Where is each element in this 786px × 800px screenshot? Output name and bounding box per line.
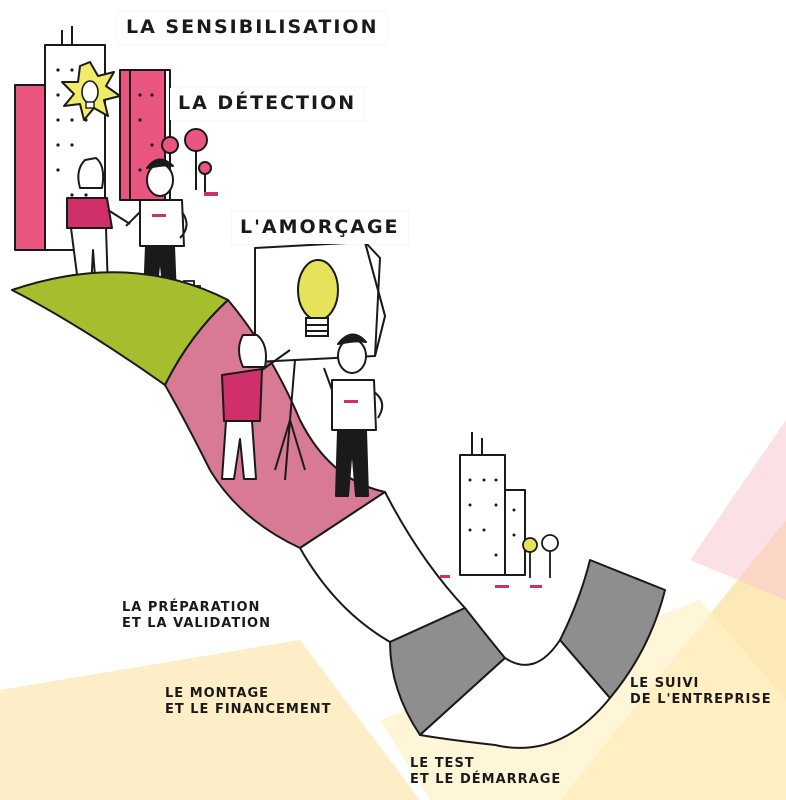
background-wash-left [0, 640, 420, 800]
stage-test-line-1: Le test [410, 756, 475, 771]
path-segment-grey-right [559, 559, 666, 699]
lightbulb-flipchart-icon [297, 259, 339, 337]
stage-suivi: Le suivi de l'entreprise [630, 676, 772, 709]
person-listener [323, 333, 384, 497]
lightbulb-icon [61, 61, 121, 121]
building-windows-bottom [468, 478, 516, 557]
shirt-logo [152, 214, 166, 217]
stage-preparation-line-1: La préparation [122, 600, 261, 615]
ground-accents [440, 575, 542, 588]
person-presenter [221, 334, 291, 480]
stage-test: Le test et le démarrage [410, 756, 561, 789]
shirt-logo-listener [344, 400, 358, 403]
city-buildings-bottom [459, 432, 526, 576]
stage-test-line-2: et le démarrage [410, 772, 562, 788]
tree-icon-bottom [522, 534, 559, 578]
stage-suivi-line-1: Le suivi [630, 676, 700, 691]
path-segment-white-bottom [419, 639, 611, 749]
tree-icon [161, 128, 212, 195]
stage-montage-line-2: et le financement [165, 702, 332, 718]
stage-sensibilisation: La sensibilisation [118, 12, 387, 44]
stage-suivi-line-2: de l'entreprise [630, 692, 772, 708]
bench [204, 192, 218, 196]
stage-detection: La détection [170, 88, 365, 120]
stage-montage-line-1: Le montage [165, 686, 270, 701]
background-wash-pink [690, 420, 786, 600]
stage-amorcage: L'amorçage [232, 212, 408, 244]
stage-montage: Le montage et le financement [165, 686, 332, 719]
stage-preparation: La préparation et la validation [122, 600, 271, 633]
stage-preparation-line-2: et la validation [122, 616, 271, 632]
